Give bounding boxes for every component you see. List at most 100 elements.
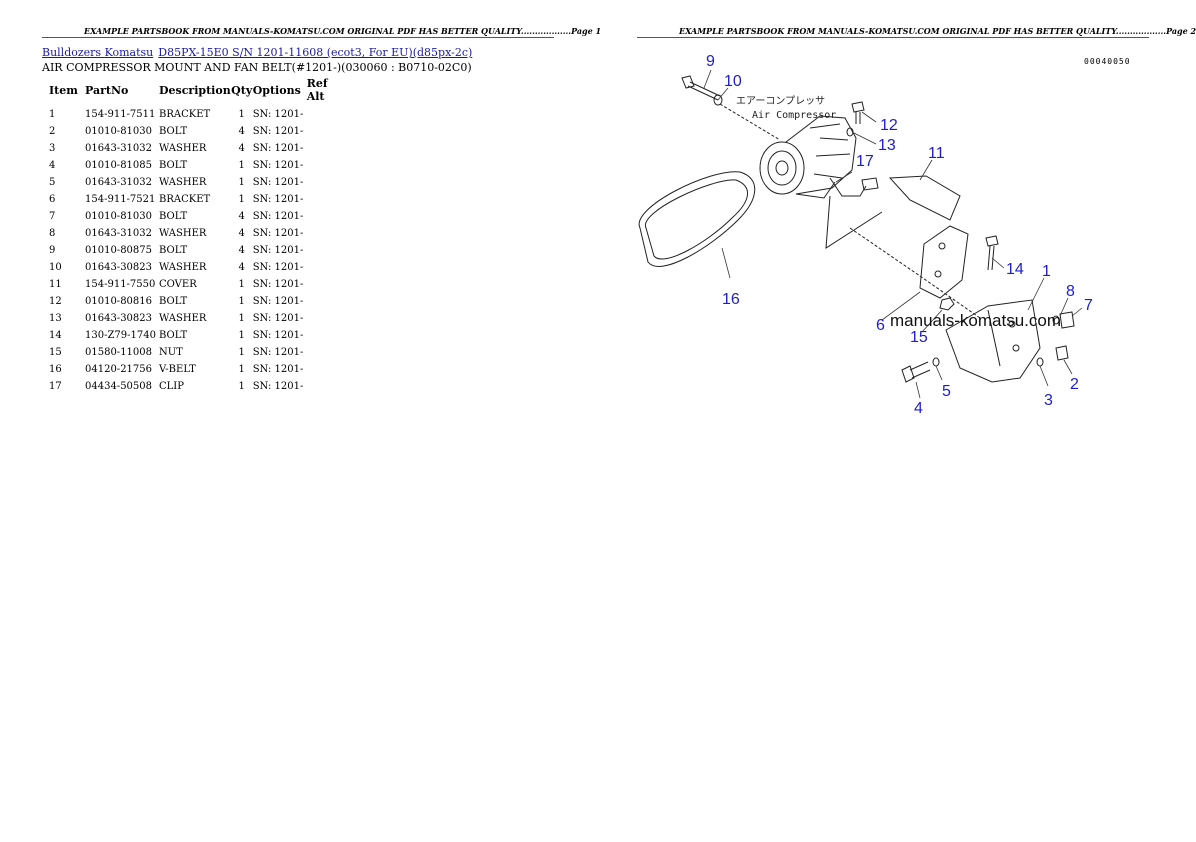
cell-qty: 1 [238, 109, 245, 120]
cell-qty: 4 [238, 245, 245, 256]
bolt-9-drawing [681, 75, 721, 101]
washer-10-drawing [713, 94, 723, 106]
cell-description: NUT [159, 347, 183, 358]
callout-9: 9 [706, 53, 715, 70]
bolt-2-drawing [1055, 345, 1069, 361]
washer-8-drawing [1052, 315, 1060, 325]
cell-options: SN: 1201- [252, 279, 304, 290]
cell-item: 2 [49, 126, 56, 137]
cell-ref-alt [307, 327, 347, 344]
watermark-text: manuals-komatsu.com [890, 311, 1061, 330]
cell-options: SN: 1201- [252, 330, 304, 341]
cell-partno: 01643-31032 [85, 143, 153, 154]
cell-description: BOLT [159, 330, 188, 341]
cell-ref-alt [307, 242, 347, 259]
page2-header-rule [637, 37, 1149, 38]
cell-ref-alt [307, 157, 347, 174]
callout-17: 17 [856, 153, 874, 170]
washer-13-drawing [846, 127, 854, 137]
cell-description: WASHER [159, 262, 207, 273]
bolt-4-drawing [901, 361, 931, 383]
cell-partno: 154-911-7550 [85, 279, 156, 290]
cell-options: SN: 1201- [252, 364, 304, 375]
cell-item: 14 [49, 330, 62, 341]
column-header-qty: Qty [231, 83, 253, 97]
cell-qty: 1 [238, 330, 245, 341]
breadcrumb-link-bulldozers[interactable]: Bulldozers Komatsu [42, 46, 154, 59]
callout-1: 1 [1042, 263, 1051, 280]
washer-5-drawing [932, 357, 940, 367]
cell-qty: 4 [238, 228, 245, 239]
cell-ref-alt [307, 310, 347, 327]
cell-options: SN: 1201- [252, 296, 304, 307]
callout-5: 5 [942, 383, 951, 400]
bracket-1-drawing [945, 299, 1041, 383]
cell-options: SN: 1201- [252, 126, 304, 137]
cell-options: SN: 1201- [252, 109, 304, 120]
page1-header-rule [42, 37, 554, 38]
callout-6: 6 [876, 317, 885, 334]
cell-qty: 1 [238, 364, 245, 375]
bolt-14-drawing [985, 235, 999, 271]
callout-15: 15 [910, 329, 928, 346]
cell-partno: 01010-80875 [85, 245, 153, 256]
cell-qty: 1 [238, 194, 245, 205]
cell-partno: 01643-31032 [85, 177, 153, 188]
cell-ref-alt [307, 344, 347, 361]
cell-ref-alt [307, 106, 347, 123]
column-header-description: Description [159, 83, 231, 97]
cell-ref-alt [307, 191, 347, 208]
cell-qty: 4 [238, 143, 245, 154]
callout-10: 10 [724, 73, 742, 90]
cell-qty: 4 [238, 211, 245, 222]
callout-11: 11 [928, 145, 945, 162]
cell-item: 3 [49, 143, 56, 154]
callout-4: 4 [914, 400, 923, 417]
cell-ref-alt [307, 361, 347, 378]
callout-13: 13 [878, 137, 896, 154]
cell-ref-alt [307, 225, 347, 242]
v-belt-16-drawing [638, 171, 756, 267]
cell-item: 12 [49, 296, 62, 307]
callout-3: 3 [1044, 392, 1053, 409]
cell-ref-alt [307, 140, 347, 157]
cell-qty: 1 [238, 160, 245, 171]
table-header-row: Item PartNo Description Qty Options Ref … [42, 77, 347, 106]
column-header-options: Options [252, 83, 301, 97]
page-title: AIR COMPRESSOR MOUNT AND FAN BELT(#1201-… [42, 61, 472, 74]
cell-item: 15 [49, 347, 62, 358]
cell-qty: 1 [238, 296, 245, 307]
japanese-label: エアーコンプレッサ [736, 95, 825, 107]
document-number: 00040050 [1084, 57, 1131, 66]
cell-options: SN: 1201- [252, 228, 304, 239]
cell-item: 16 [49, 364, 62, 375]
cell-description: V-BELT [159, 364, 196, 375]
cell-options: SN: 1201- [252, 160, 304, 171]
cell-qty: 1 [238, 177, 245, 188]
cell-description: WASHER [159, 143, 207, 154]
cell-partno: 04434-50508 [85, 381, 153, 392]
cell-partno: 01643-30823 [85, 313, 153, 324]
cell-description: BRACKET [159, 194, 211, 205]
breadcrumb-link-model[interactable]: D85PX-15E0 S/N 1201-11608 (ecot3, For EU… [158, 46, 473, 59]
cell-qty: 4 [238, 126, 245, 137]
cell-partno: 130-Z79-1740 [85, 330, 156, 341]
cell-description: WASHER [159, 228, 207, 239]
page2-header: EXAMPLE PARTSBOOK FROM MANUALS-KOMATSU.C… [679, 26, 1196, 36]
cell-item: 4 [49, 160, 56, 171]
cell-options: SN: 1201- [252, 177, 304, 188]
cell-ref-alt [307, 259, 347, 276]
cell-options: SN: 1201- [252, 262, 304, 273]
column-header-partno: PartNo [85, 83, 129, 97]
cell-options: SN: 1201- [252, 347, 304, 358]
air-compressor-label: Air Compressor [752, 110, 836, 121]
